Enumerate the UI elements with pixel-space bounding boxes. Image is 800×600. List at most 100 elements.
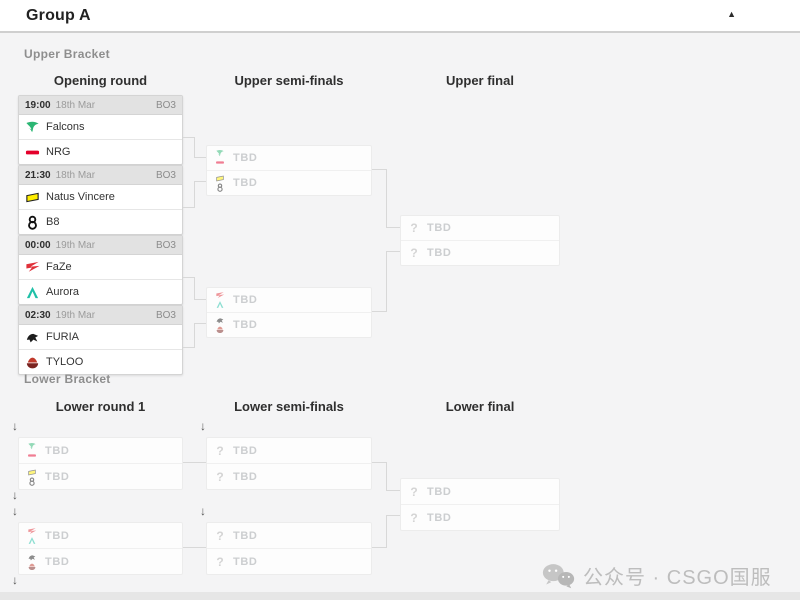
- tyloo-logo-icon: [26, 562, 38, 571]
- column-header-lower-semi-finals: Lower semi-finals: [234, 399, 344, 414]
- bracket-connector: [387, 490, 400, 491]
- candidate-logos: [25, 553, 39, 571]
- falcons-logo-icon: [214, 149, 226, 158]
- question-mark-icon: ?: [410, 221, 418, 235]
- team-row[interactable]: Aurora: [19, 279, 182, 304]
- bracket-connector: [372, 547, 386, 548]
- match-format: BO3: [155, 99, 176, 111]
- match-format: BO3: [155, 169, 176, 181]
- nrg-logo-icon: [26, 451, 38, 460]
- team-row[interactable]: FURIA: [19, 325, 182, 349]
- group-title: Group A: [26, 6, 91, 24]
- match-date: 19th Mar: [55, 239, 96, 251]
- furia-logo-icon: [26, 553, 38, 562]
- b8-logo-icon: [25, 215, 40, 230]
- lower-bracket-label: Lower Bracket: [24, 372, 111, 386]
- team-row[interactable]: NRG: [19, 139, 182, 164]
- match-card-lower-semi-1: ? TBD ? TBD: [206, 437, 372, 490]
- tbd-label: TBD: [427, 247, 452, 259]
- match-time: 02:30: [25, 309, 51, 321]
- tbd-slot: TBD: [19, 463, 182, 489]
- tbd-slot: ? TBD: [207, 463, 371, 489]
- navi-logo-icon: [25, 190, 40, 205]
- question-mark-icon: ?: [410, 246, 418, 260]
- team-row[interactable]: TYLOO: [19, 349, 182, 374]
- question-mark-icon: ?: [216, 554, 224, 569]
- team-name: FURIA: [46, 331, 79, 343]
- match-date: 18th Mar: [55, 99, 96, 111]
- match-card-lower-final: ? TBD ? TBD: [400, 478, 560, 531]
- bracket-connector: [194, 181, 195, 208]
- bracket-connector: [194, 277, 195, 300]
- candidate-logos: [213, 291, 227, 309]
- nrg-logo-icon: [214, 158, 226, 167]
- tbd-label: TBD: [233, 319, 258, 331]
- team-name: Falcons: [46, 121, 85, 133]
- tbd-label: TBD: [45, 470, 70, 483]
- bracket-connector: [183, 347, 195, 348]
- match-card-opening-1[interactable]: 19:00 18th Mar BO3 Falcons NRG: [18, 95, 183, 165]
- bracket-connector: [183, 547, 206, 548]
- navi-logo-icon: [26, 468, 38, 477]
- team-name: Aurora: [46, 286, 80, 298]
- column-header-opening-round: Opening round: [53, 73, 148, 88]
- match-card-opening-3[interactable]: 00:00 19th Mar BO3 FaZe Aurora: [18, 235, 183, 305]
- tbd-slot: ? TBD: [401, 479, 559, 504]
- group-header-bar[interactable]: Group A: [0, 0, 800, 33]
- team-row[interactable]: Natus Vincere: [19, 185, 182, 209]
- question-mark-icon: ?: [410, 484, 418, 499]
- candidate-logos: [25, 527, 39, 545]
- nrg-logo-icon: [25, 145, 40, 160]
- bracket-connector: [386, 515, 387, 548]
- bracket-connector: [372, 311, 386, 312]
- upper-bracket-label: Upper Bracket: [24, 47, 110, 61]
- bottom-bar: [0, 592, 800, 600]
- bracket-connector: [387, 227, 400, 228]
- tbd-label: TBD: [45, 529, 70, 542]
- match-card-opening-4[interactable]: 02:30 19th Mar BO3 FURIA TYLOO: [18, 305, 183, 375]
- drop-from-upper-arrow-icon: ↓: [200, 504, 206, 518]
- aurora-logo-icon: [25, 285, 40, 300]
- team-name: TYLOO: [46, 356, 84, 368]
- question-mark-icon: ?: [410, 510, 418, 525]
- question-mark-icon: ?: [216, 443, 224, 458]
- bracket-connector: [195, 323, 206, 324]
- tbd-slot: TBD: [19, 438, 182, 463]
- tbd-label: TBD: [427, 222, 452, 234]
- furia-logo-icon: [214, 316, 226, 325]
- team-row[interactable]: Falcons: [19, 115, 182, 139]
- bracket-connector: [194, 137, 195, 158]
- match-card-lower-semi-2: ? TBD ? TBD: [206, 522, 372, 575]
- faze-logo-icon: [26, 527, 38, 536]
- tbd-slot: TBD: [19, 523, 182, 548]
- bracket-connector: [386, 169, 387, 228]
- drop-from-upper-arrow-icon: ↓: [200, 419, 206, 433]
- tbd-label: TBD: [233, 555, 258, 568]
- tbd-label: TBD: [427, 485, 452, 498]
- column-header-upper-semi-finals: Upper semi-finals: [234, 73, 344, 88]
- collapse-caret-icon[interactable]: ▲: [727, 9, 736, 19]
- tbd-slot: ? TBD: [401, 240, 559, 265]
- match-card-opening-2[interactable]: 21:30 18th Mar BO3 Natus Vincere B8: [18, 165, 183, 235]
- match-date: 18th Mar: [55, 169, 96, 181]
- bracket-connector: [386, 462, 387, 491]
- tbd-slot: ? TBD: [207, 523, 371, 548]
- tbd-label: TBD: [233, 177, 258, 189]
- column-header-lower-final: Lower final: [445, 399, 515, 414]
- team-name: B8: [46, 216, 60, 228]
- b8-logo-icon: [26, 477, 38, 486]
- tbd-label: TBD: [427, 511, 452, 524]
- match-header: 00:00 19th Mar BO3: [19, 236, 182, 255]
- aurora-logo-icon: [26, 536, 38, 545]
- team-row[interactable]: FaZe: [19, 255, 182, 279]
- tbd-slot: TBD: [207, 312, 371, 337]
- falcons-logo-icon: [25, 120, 40, 135]
- match-format: BO3: [155, 309, 176, 321]
- match-card-upper-final: ? TBD ? TBD: [400, 215, 560, 266]
- drop-from-upper-arrow-icon: ↓: [12, 573, 18, 587]
- team-row[interactable]: B8: [19, 209, 182, 234]
- tyloo-logo-icon: [214, 325, 226, 334]
- tbd-label: TBD: [233, 444, 258, 457]
- furia-logo-icon: [25, 330, 40, 345]
- match-time: 21:30: [25, 169, 51, 181]
